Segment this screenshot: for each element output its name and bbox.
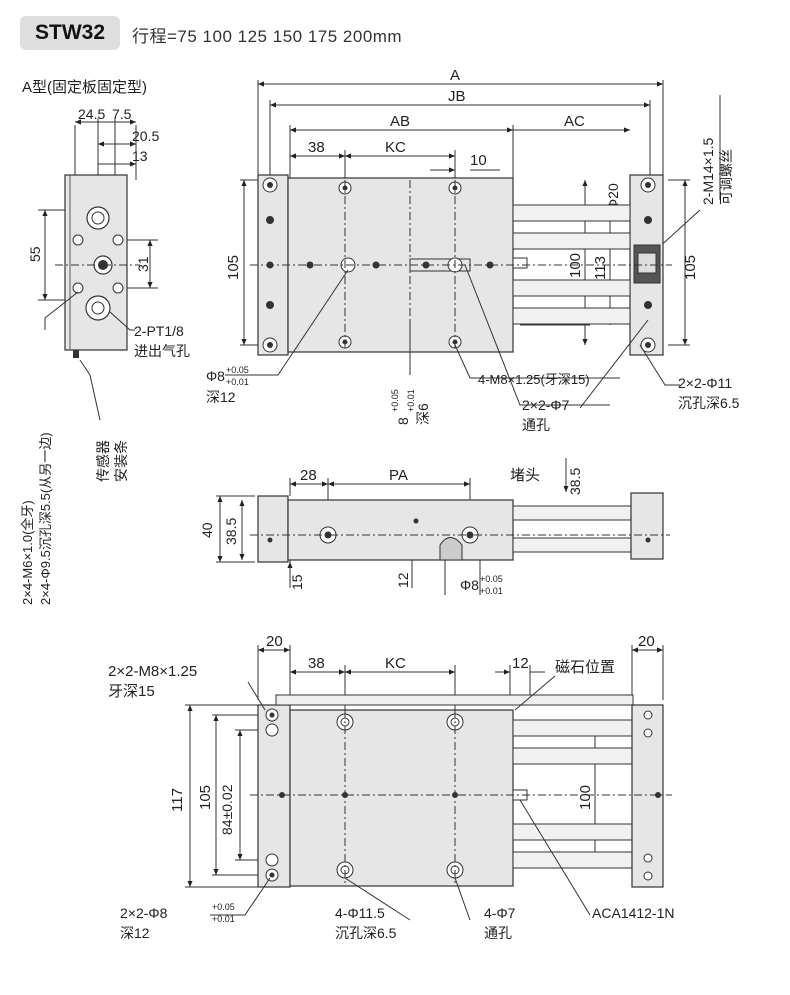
dim-24-5: 24.5 <box>78 106 105 122</box>
side-view-dim-lines <box>38 118 158 301</box>
adj-label-2: 可调螺丝 <box>718 149 734 205</box>
side-view-title: A型(固定板固定型) <box>22 78 147 96</box>
bottom-dim-105: 105 <box>197 785 214 810</box>
bottom-phi11-desc: 沉孔深6.5 <box>335 925 397 941</box>
sensor-label-1: 传感器 <box>95 440 111 482</box>
bottom-m8-label: 2×2-M8×1.25 <box>108 663 197 680</box>
top-view-leaders <box>225 264 680 409</box>
bottom-dim-84: 84±0.02 <box>219 784 235 835</box>
sensor-label-2: 安装条 <box>113 440 129 482</box>
bottom-view-dim-lines <box>185 645 664 888</box>
mount-label-1: 2×4-M6×1.0(全牙) <box>20 500 35 605</box>
bottom-dim-12: 12 <box>512 655 529 672</box>
bottom-dim-117: 117 <box>169 788 186 812</box>
slot-label: 8 <box>395 417 411 425</box>
dim-7-5: 7.5 <box>112 106 132 122</box>
top-m8-label: 4-M8×1.25(牙深15) <box>478 372 590 387</box>
dim-55: 55 <box>27 246 43 262</box>
top-phi11-desc: 沉孔深6.5 <box>678 395 740 411</box>
stroke-list: 行程=75 100 125 150 175 200mm <box>132 27 403 46</box>
dim-20-5: 20.5 <box>132 128 159 144</box>
front-dim-PA: PA <box>389 467 408 484</box>
bottom-pin-tol-dn: +0.01 <box>212 914 235 924</box>
dim-38-top: 38 <box>308 139 325 156</box>
front-dim-38-5-top: 38.5 <box>567 468 583 495</box>
port-desc: 进出气孔 <box>134 343 190 359</box>
dim-113: 113 <box>592 256 609 280</box>
front-dim-12: 12 <box>395 572 411 588</box>
mount-label-2: 2×4-Φ9.5沉孔深5.5(从另一边) <box>38 432 53 605</box>
top-view-dim-lines <box>240 80 721 346</box>
slot-depth: 深6 <box>415 403 431 425</box>
bottom-dim-100: 100 <box>577 785 594 810</box>
bottom-view-centerlines <box>250 710 672 886</box>
bottom-m8-desc: 牙深15 <box>108 683 155 700</box>
bottom-phi7-label: 4-Φ7 <box>484 905 516 921</box>
port-label: 2-PT1/8 <box>134 323 184 339</box>
top-pin-tol-up: +0.05 <box>226 365 249 375</box>
top-view-centerlines <box>250 180 672 350</box>
bottom-pin-depth: 深12 <box>120 925 150 941</box>
slot-tol-up: +0.05 <box>390 389 400 412</box>
front-dim-40: 40 <box>199 522 215 538</box>
dim-JB: JB <box>448 88 466 105</box>
top-pin-tol-dn: +0.01 <box>226 377 249 387</box>
bottom-pin-tol-up: +0.05 <box>212 902 235 912</box>
top-phi11-label: 2×2-Φ11 <box>678 375 732 391</box>
model-badge: STW32 <box>20 16 120 50</box>
dim-phi20: Φ20 <box>605 183 621 210</box>
top-phi7-label: 2×2-Φ7 <box>522 397 570 413</box>
front-pin-hole: Φ8 <box>460 577 479 593</box>
side-view-body <box>55 174 140 358</box>
bottom-pin-label: 2×2-Φ8 <box>120 905 168 921</box>
dim-KC-top: KC <box>385 139 406 156</box>
front-dim-38-5-left: 38.5 <box>223 518 239 545</box>
bottom-phi11-label: 4-Φ11.5 <box>335 905 385 921</box>
stopper-label: 堵头 <box>510 467 540 484</box>
magnet-label: 磁石位置 <box>555 659 615 676</box>
dim-31: 31 <box>135 256 151 272</box>
bottom-view-leaders <box>210 675 591 921</box>
bottom-dim-KC: KC <box>385 655 406 672</box>
front-pin-tol-up: +0.05 <box>480 574 503 584</box>
side-view-leaders <box>44 291 135 421</box>
top-pin-depth: 深12 <box>206 389 236 405</box>
bottom-dim-20-right: 20 <box>638 633 655 650</box>
front-view-dim-lines <box>216 458 569 595</box>
front-dim-15: 15 <box>289 574 305 590</box>
dim-13: 13 <box>132 148 148 164</box>
front-view-body <box>250 492 670 563</box>
adj-label-1: 2-M14×1.5 <box>700 137 716 205</box>
dim-AC: AC <box>564 113 585 130</box>
bottom-view-body <box>257 694 664 888</box>
dim-AB: AB <box>390 113 410 130</box>
slot-tol-dn: +0.01 <box>406 389 416 412</box>
top-phi7-desc: 通孔 <box>522 417 550 433</box>
dim-A: A <box>450 67 460 84</box>
front-pin-tol-dn: +0.01 <box>480 586 503 596</box>
bottom-dim-20-left: 20 <box>266 633 283 650</box>
front-dim-28: 28 <box>300 467 317 484</box>
dim-10: 10 <box>470 152 487 169</box>
dim-105-left: 105 <box>225 255 242 280</box>
sensor-model: ACA1412-1N <box>592 905 675 921</box>
bottom-phi7-desc: 通孔 <box>484 925 512 941</box>
bottom-dim-38: 38 <box>308 655 325 672</box>
top-pin-hole: Φ8 <box>206 368 225 384</box>
dim-105-right: 105 <box>682 255 699 280</box>
